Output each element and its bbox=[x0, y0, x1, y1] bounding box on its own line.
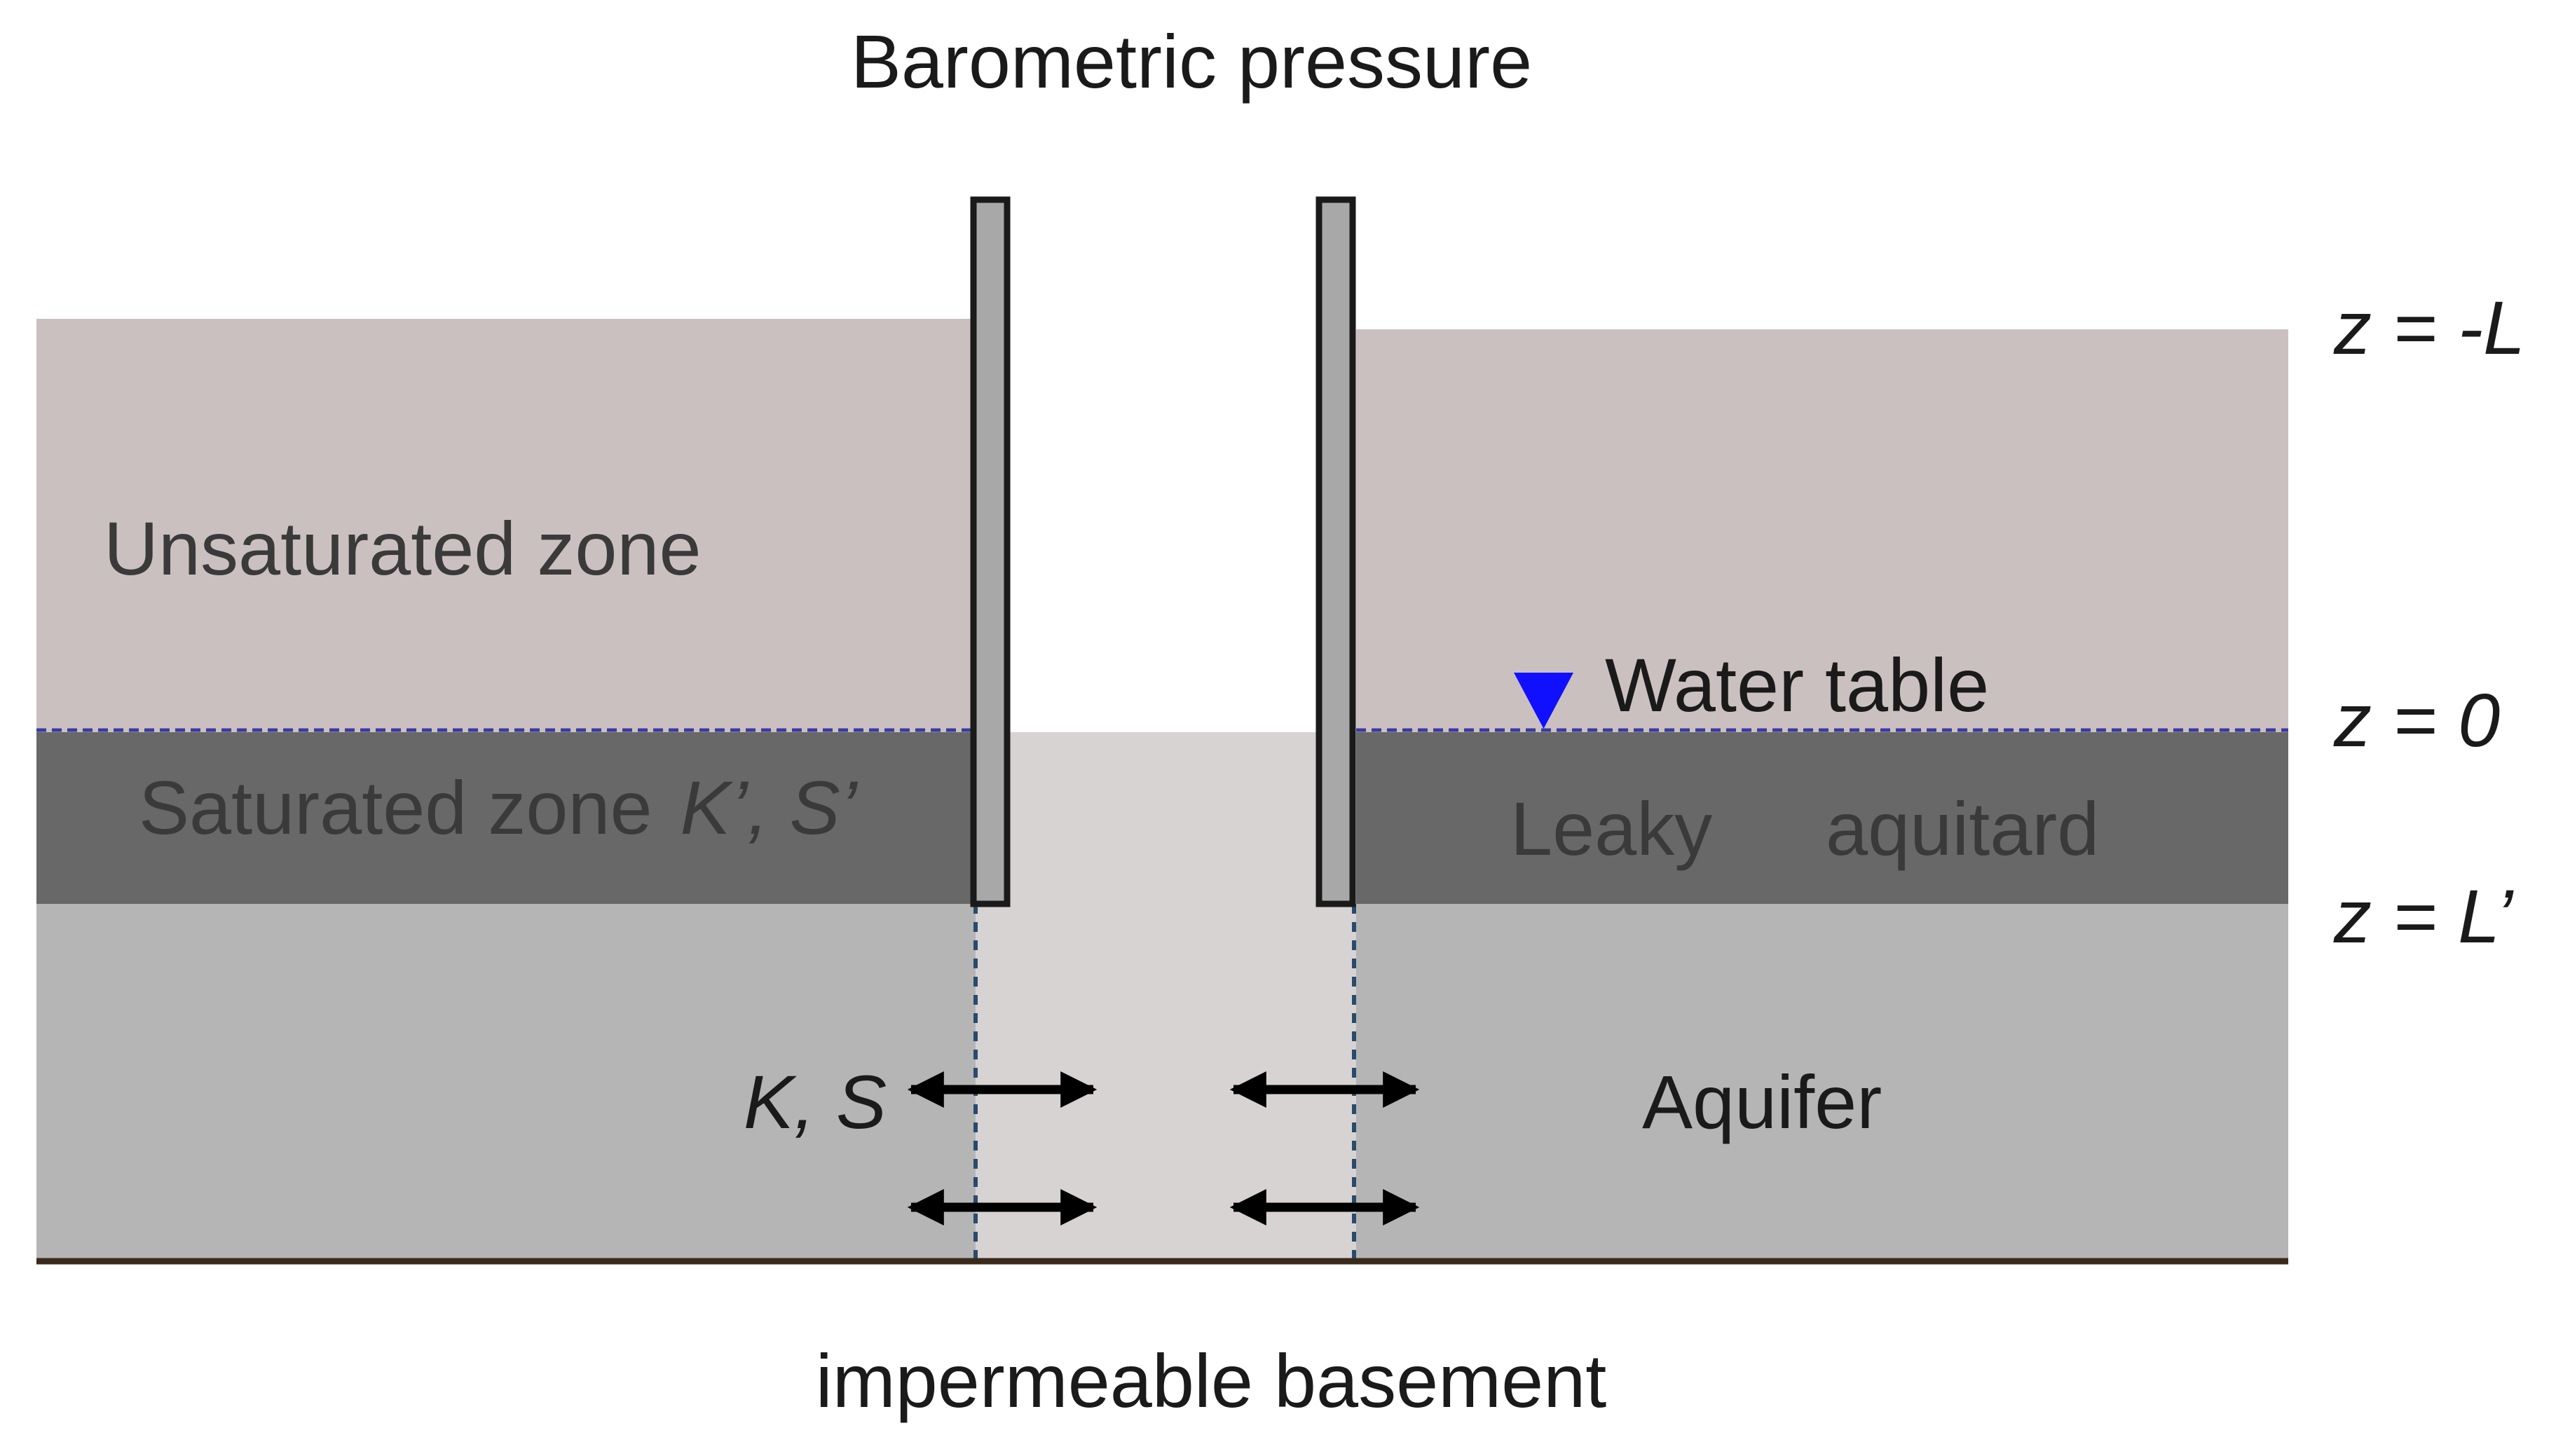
depth-label-bottom: z = L’ bbox=[2333, 874, 2514, 959]
basement-label: impermeable basement bbox=[816, 1338, 1607, 1423]
saturated-zone-name: Saturated zone bbox=[139, 765, 674, 850]
aquifer-label: Aquifer bbox=[1642, 1059, 1882, 1144]
diagram-title: Barometric pressure bbox=[851, 19, 1532, 104]
depth-label-top: z = -L bbox=[2333, 285, 2525, 370]
well-casing-left bbox=[970, 196, 1011, 907]
leaky-aquitard-right bbox=[1356, 732, 2288, 904]
aquitard-label: aquitard bbox=[1826, 786, 2099, 871]
aquifer-params-label: K, S bbox=[744, 1059, 887, 1144]
leaky-label: Leaky bbox=[1510, 786, 1712, 871]
well-water-column bbox=[976, 732, 1356, 1261]
saturated-zone-label: Saturated zone K’, S’ bbox=[139, 765, 859, 850]
unsaturated-zone-label: Unsaturated zone bbox=[104, 506, 702, 591]
water-table-label: Water table bbox=[1605, 643, 1989, 727]
saturated-zone-left bbox=[36, 732, 976, 904]
unsaturated-zone-left bbox=[36, 319, 976, 732]
saturated-zone-params: K’, S’ bbox=[681, 765, 859, 850]
depth-label-zero: z = 0 bbox=[2333, 678, 2500, 762]
unsaturated-zone-right bbox=[1356, 329, 2288, 732]
water-table-triangle-icon bbox=[1514, 673, 1573, 729]
well-casing-right bbox=[1315, 196, 1356, 907]
